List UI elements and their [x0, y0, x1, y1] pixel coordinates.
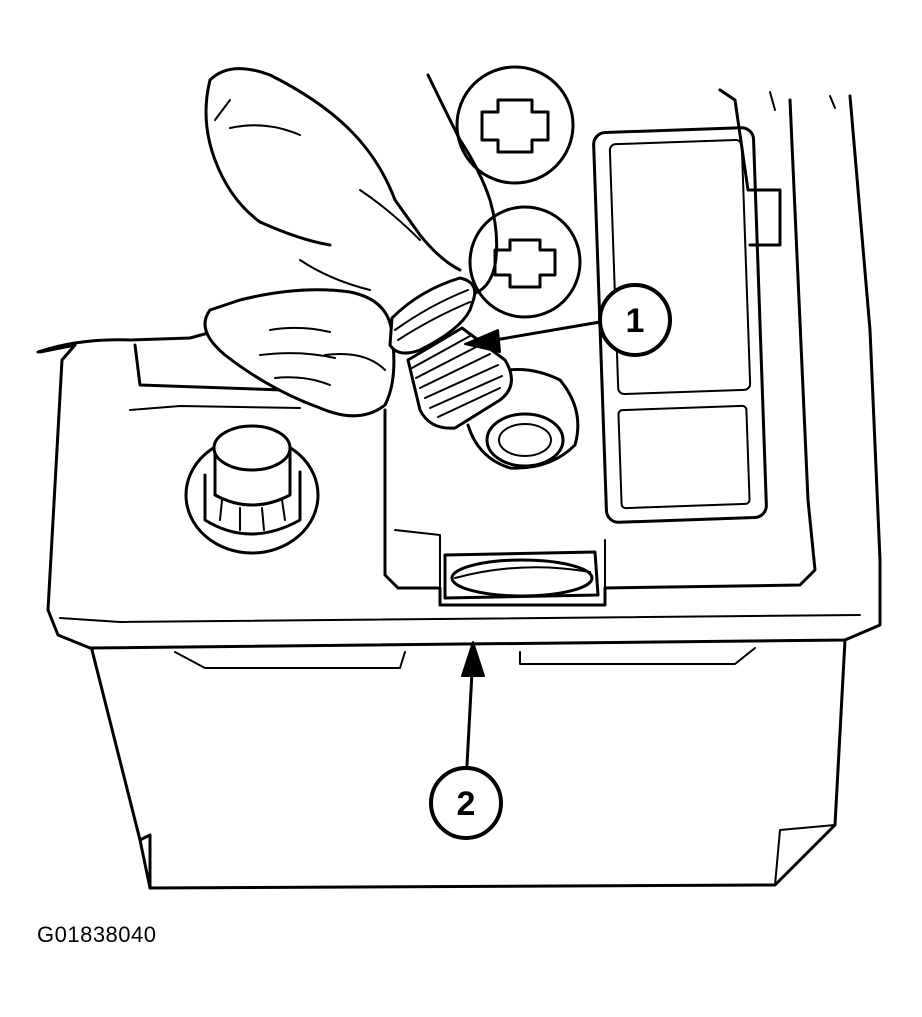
callout-1-label: 1	[626, 302, 645, 340]
handle-slot	[443, 550, 600, 600]
hand	[36, 67, 499, 418]
battery-case	[90, 638, 847, 890]
callout-1-leader	[464, 320, 602, 353]
callout-2-label: 2	[457, 785, 476, 823]
callout-2: 2	[429, 766, 503, 840]
battery-post	[184, 424, 320, 555]
callout-1: 1	[598, 283, 672, 357]
battery-cover	[38, 88, 882, 650]
vent-cap	[388, 276, 513, 430]
vent-hole	[466, 368, 580, 470]
terminal-markings	[455, 65, 582, 319]
figure-id: G01838040	[37, 922, 157, 947]
center-panel	[383, 98, 817, 607]
callout-2-leader	[461, 641, 485, 767]
